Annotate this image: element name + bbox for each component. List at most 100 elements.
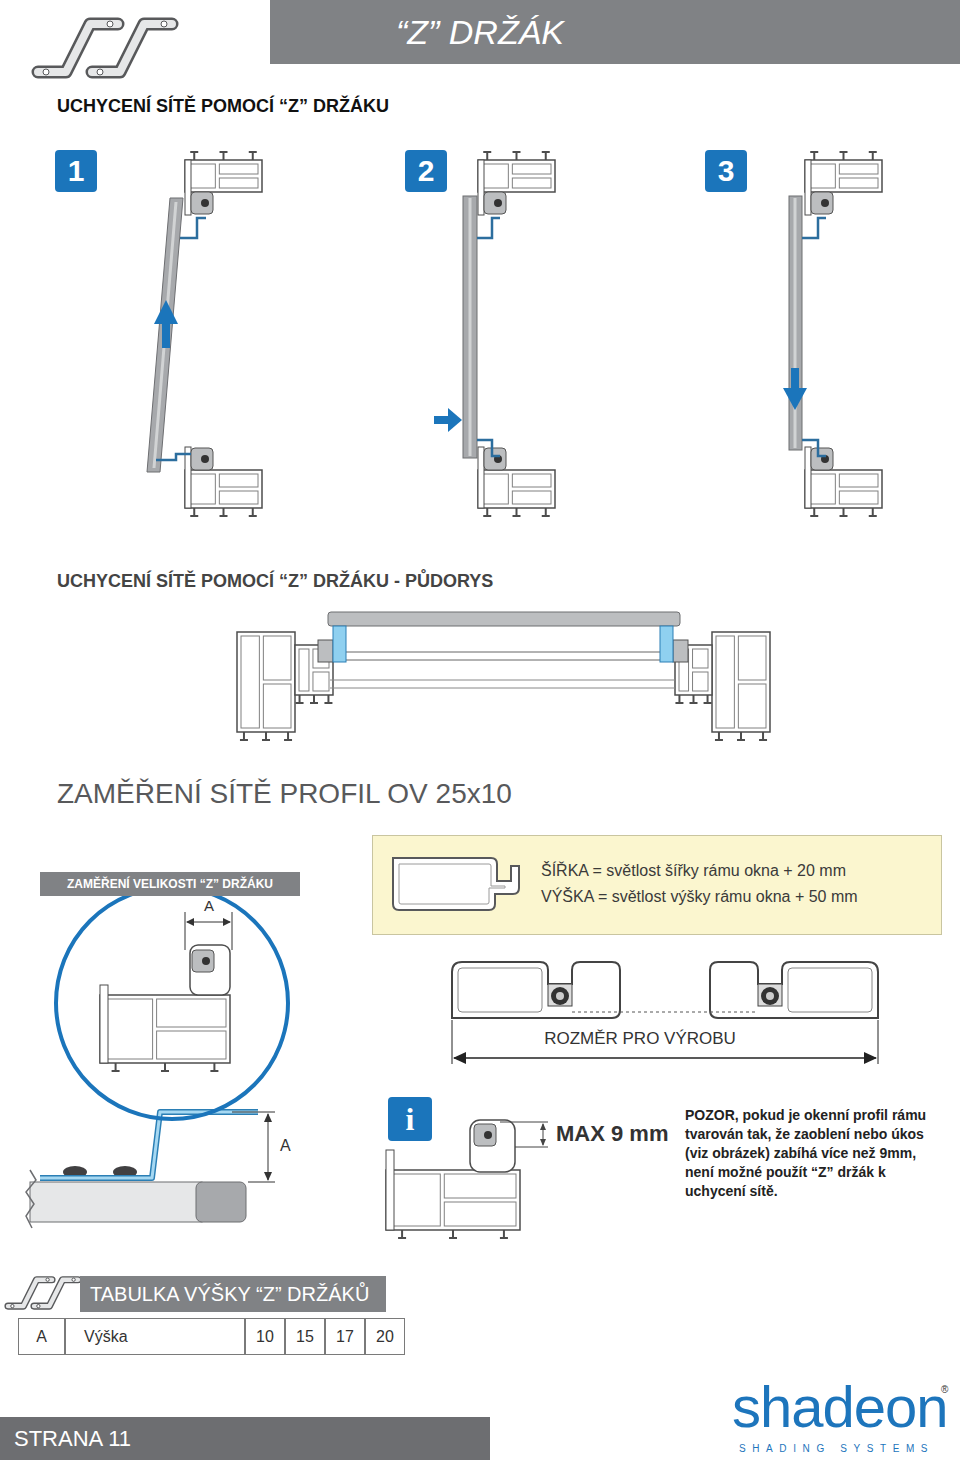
profile-foot	[327, 695, 329, 703]
glazing-bead	[811, 192, 833, 214]
dimension-tick	[878, 1020, 879, 1064]
screen-frame	[463, 196, 477, 458]
node-subtext: A	[204, 898, 214, 914]
profile-chamber	[693, 672, 708, 691]
profile-foot	[718, 732, 720, 740]
screen-frame	[147, 198, 183, 472]
profile-foot	[190, 515, 198, 517]
profile-outline	[386, 1170, 520, 1230]
dimension-arrow	[453, 1052, 466, 1064]
dimension-tick	[500, 1122, 548, 1123]
profile-foot	[843, 508, 845, 516]
screen-frame-highlight	[154, 202, 176, 468]
node-text: STRANA 11	[14, 1417, 131, 1460]
profile-foot	[252, 152, 254, 160]
z-bracket-fill	[40, 1112, 258, 1178]
roller-core	[556, 992, 564, 1000]
profile-foot	[265, 732, 267, 740]
header-band	[270, 0, 960, 64]
profile-chamber	[157, 999, 226, 1027]
icon-hole	[97, 69, 103, 75]
profile-chamber	[716, 636, 734, 728]
glazing-bead	[318, 640, 333, 662]
profile-foot	[869, 151, 877, 153]
arrow-shaft	[434, 416, 450, 424]
gasket	[201, 199, 209, 207]
profile-foot	[452, 1230, 454, 1238]
profile-foot	[112, 1070, 120, 1072]
profile-chamber	[512, 164, 551, 174]
profile-foot	[324, 702, 332, 704]
z-bracket	[802, 218, 826, 238]
profile-outline	[185, 160, 262, 192]
profile-foot	[486, 508, 488, 516]
profile-foot	[483, 151, 491, 153]
profile-chamber	[444, 1202, 516, 1226]
break-line	[26, 1170, 36, 1228]
profile-foot	[840, 515, 848, 517]
dimension-tick	[248, 1182, 275, 1183]
profile-foot	[678, 695, 680, 703]
dimension-arrow	[540, 1139, 546, 1146]
profile-foot	[193, 152, 195, 160]
profile-foot	[223, 508, 225, 516]
profile-foot	[545, 152, 547, 160]
step-number-box: 2	[405, 150, 447, 192]
profile-foot	[503, 1230, 505, 1238]
node-text: i	[406, 1103, 415, 1135]
profile-foot	[210, 1070, 218, 1072]
profile-chamber	[263, 684, 291, 728]
node-subtext: VÝŠKA = světlost výšky rámu okna + 50 mm	[541, 884, 858, 910]
profile-chamber	[313, 672, 329, 691]
profile-foot	[843, 152, 845, 160]
z-bracket-icon	[38, 24, 118, 72]
profile-inner	[399, 864, 505, 904]
profile-foot	[542, 151, 550, 153]
icon-hole	[11, 1304, 14, 1307]
z-bracket-clip	[333, 626, 346, 662]
glass-line	[330, 680, 675, 681]
profile-foot	[516, 508, 518, 516]
profile-foot	[869, 515, 877, 517]
screen-profile	[393, 858, 519, 910]
profile-foot	[483, 515, 491, 517]
warning-note: POZOR, pokud je okenní profil rámu tvaro…	[685, 1106, 947, 1201]
profile-foot	[813, 508, 815, 516]
profile-chamber	[809, 164, 835, 188]
profile-foot	[310, 702, 318, 704]
profile-foot	[500, 1237, 508, 1239]
z-bracket-icon	[8, 1280, 52, 1306]
node-text: 2	[418, 156, 435, 186]
info-icon: i	[388, 1097, 432, 1141]
gasket	[821, 199, 829, 207]
profile-foot	[486, 152, 488, 160]
table-cell: A	[18, 1318, 65, 1355]
glazing-bead	[673, 640, 688, 662]
profile-foot	[262, 739, 270, 741]
glazing-bead	[484, 192, 506, 214]
profile-foot	[115, 1063, 117, 1071]
profile-chamber	[512, 491, 551, 504]
z-bracket	[477, 440, 500, 456]
profile-foot	[690, 702, 698, 704]
profile-foot	[299, 695, 301, 703]
profile-chamber	[738, 684, 766, 728]
z-bracket	[40, 1112, 258, 1178]
profile-foot	[715, 739, 723, 741]
z-bracket-icon	[34, 1280, 78, 1306]
profile-chamber	[512, 474, 551, 487]
section-heading: UCHYCENÍ SÍTĚ POMOCÍ “Z” DRŽÁKU - PŮDORY…	[57, 571, 493, 592]
profile-foot	[762, 732, 764, 740]
profile-chamber	[189, 474, 215, 504]
profile-chamber	[512, 178, 551, 188]
profile-hook	[548, 984, 572, 1006]
icon-hole	[161, 21, 167, 27]
gasket	[202, 957, 210, 965]
profile-foot	[449, 1237, 457, 1239]
profile-chamber	[839, 164, 878, 174]
node-text: ZAMĚŘENÍ VELIKOSTI “Z” DRŽÁKU	[40, 872, 300, 896]
page-footer-band: STRANA 11	[0, 1417, 490, 1460]
screen-frame-highlight	[469, 198, 472, 456]
z-bracket-icon-fill	[34, 1280, 78, 1306]
glass-line	[330, 688, 675, 689]
